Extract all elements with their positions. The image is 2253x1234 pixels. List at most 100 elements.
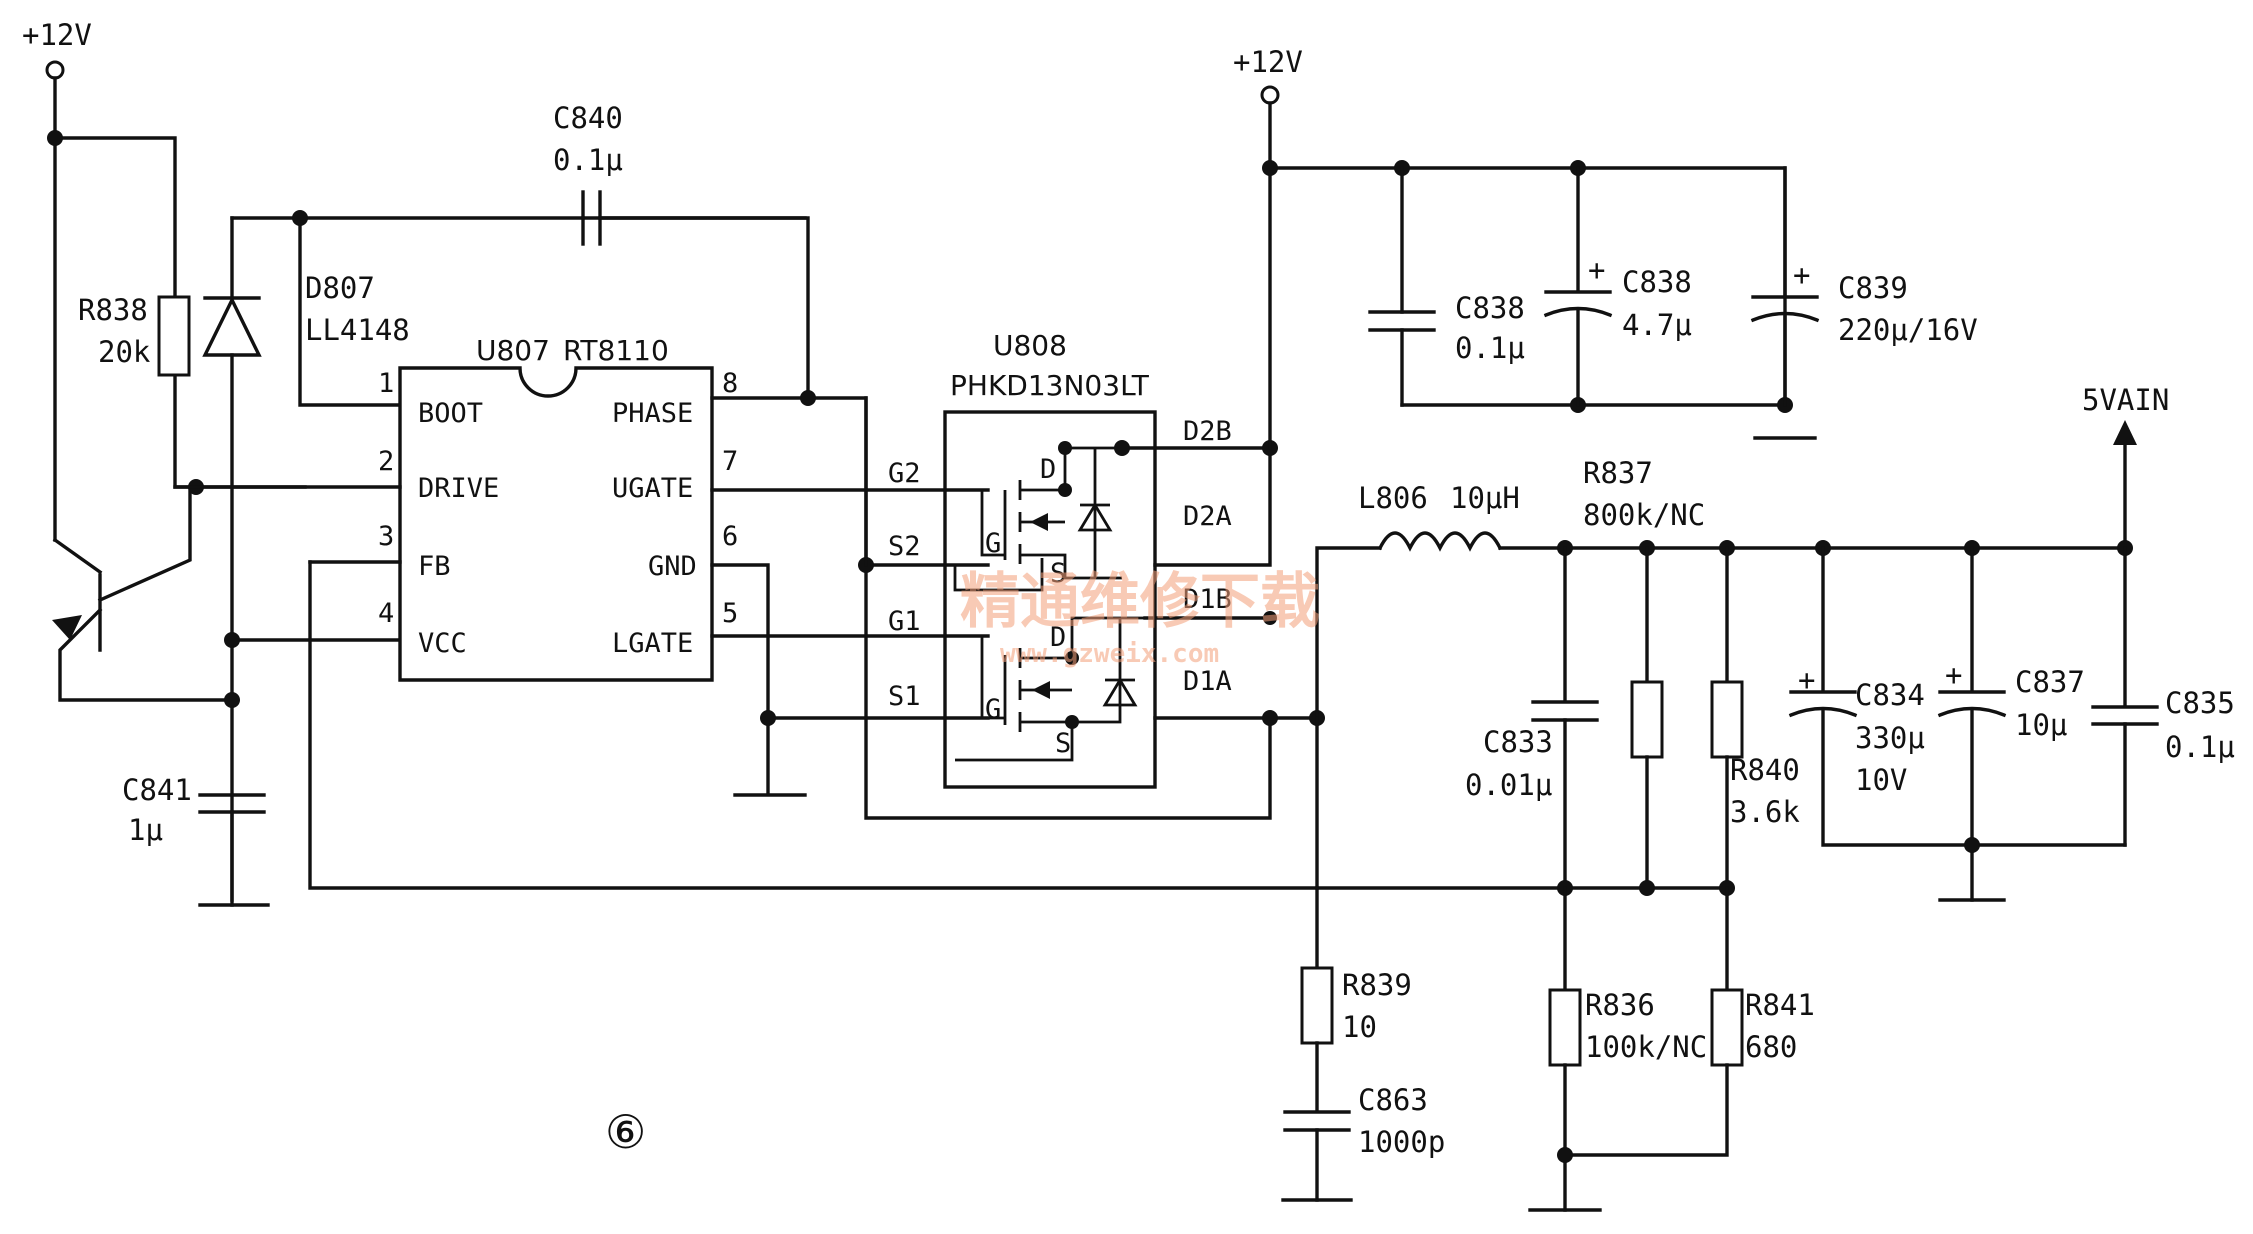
r841-value: 680 — [1745, 1030, 1797, 1064]
c834-rating: 10V — [1855, 763, 1907, 797]
r838-resistor: R838 20k — [78, 293, 191, 377]
u807-pin-ugate: UGATE — [612, 473, 693, 504]
r837-resistor — [1630, 546, 1664, 890]
c838b-value: 4.7μ — [1622, 308, 1692, 342]
watermark-url: www.gzweix.com — [1000, 639, 1219, 669]
c837-capacitor: + C837 10μ — [1937, 546, 2085, 902]
u808-pin-g2: G2 — [888, 458, 921, 489]
d807-diode: D807 LL4148 — [202, 216, 410, 902]
c838b-ref: C838 — [1622, 265, 1692, 299]
c840-value: 0.1μ — [553, 143, 623, 177]
u807-pin2-num: 2 — [378, 446, 394, 477]
c838b-plus: + — [1588, 253, 1605, 287]
c838a-capacitor: C838 0.1μ — [1368, 166, 1525, 407]
r840-resistor: R840 3.6k — [1710, 546, 1800, 890]
c837-ref: C837 — [2015, 665, 2085, 699]
u808-pin-d2b: D2B — [1183, 416, 1232, 447]
q1-gate: G — [985, 694, 1001, 725]
u807-pin-vcc: VCC — [418, 628, 467, 659]
u807-pin-gnd: GND — [648, 551, 697, 582]
c838b-capacitor: + C838 4.7μ — [1543, 166, 1692, 407]
l806-ref: L806 — [1358, 481, 1428, 515]
r838-ref: R838 — [78, 293, 148, 327]
c838a-ref: C838 — [1455, 291, 1525, 325]
r837-ref: R837 — [1583, 456, 1653, 490]
c833-ref: C833 — [1483, 725, 1553, 759]
c833-value: 0.01μ — [1465, 768, 1552, 802]
r840-value: 3.6k — [1730, 795, 1800, 829]
c834-value: 330μ — [1855, 721, 1925, 755]
watermark: 精通维修下载 www.gzweix.com — [960, 567, 1320, 669]
u807-pin8-num: 8 — [722, 368, 738, 399]
r838-value: 20k — [98, 335, 151, 369]
u807-pin6-num: 6 — [722, 521, 738, 552]
c840-ref: C840 — [553, 101, 623, 135]
u808-pin-d2a: D2A — [1183, 501, 1232, 532]
u808-pin-s1: S1 — [888, 681, 921, 712]
u808-pin-d1a: D1A — [1183, 666, 1232, 697]
figure-marker: ⑥ — [605, 1105, 646, 1159]
vin-left-label: +12V — [22, 18, 92, 52]
c834-ref: C834 — [1855, 678, 1925, 712]
q1-drain: D — [1050, 622, 1066, 653]
l806-inductor: L806 10μH — [1315, 481, 2127, 720]
u808-pin-g1: G1 — [888, 606, 921, 637]
r837-value: 800k/NC — [1583, 498, 1705, 532]
c840-capacitor: C840 0.1μ — [553, 101, 810, 400]
c838a-value: 0.1μ — [1455, 331, 1525, 365]
r836-value: 100k/NC — [1585, 1030, 1707, 1064]
u808-pin-s2: S2 — [888, 531, 921, 562]
r840-ref: R840 — [1730, 753, 1800, 787]
l806-value: 10μH — [1450, 481, 1520, 515]
u807-pin-lgate: LGATE — [612, 628, 693, 659]
c839-capacitor: + C839 220μ/16V — [1750, 166, 1978, 407]
right-supply: +12V — [1233, 45, 1817, 450]
r841-resistor: R841 680 — [1563, 886, 1815, 1157]
output-label: 5VAIN — [2082, 383, 2169, 417]
c841-capacitor: C841 1μ — [122, 773, 270, 907]
u807-pin3-num: 3 — [378, 521, 394, 552]
u808-ref: U808 — [993, 329, 1067, 362]
u807-chip: U807 RT8110 1 BOOT 2 DRIVE 3 FB 4 VCC 8 … — [378, 334, 738, 682]
d807-value: LL4148 — [305, 313, 410, 347]
q2-gate: G — [985, 528, 1001, 559]
c841-ref: C841 — [122, 773, 192, 807]
r839-ref: R839 — [1342, 968, 1412, 1002]
u807-part: RT8110 — [563, 334, 669, 367]
c835-capacitor: C835 0.1μ — [2091, 546, 2235, 847]
r841-ref: R841 — [1745, 988, 1815, 1022]
c841-value: 1μ — [128, 813, 163, 847]
output-terminal: 5VAIN — [2082, 383, 2169, 550]
u808-dual-mosfet: U808 PHKD13N03LT G2 S2 G1 S1 D2B D2A D1B… — [888, 329, 1232, 789]
figure-number: ⑥ — [605, 1105, 646, 1159]
r839-resistor: R839 10 — [1300, 716, 1412, 1045]
u807-pin1-num: 1 — [378, 368, 394, 399]
d807-ref: D807 — [305, 271, 375, 305]
vin-right-label: +12V — [1233, 45, 1303, 79]
c834-plus: + — [1798, 663, 1815, 697]
u807-pin7-num: 7 — [722, 446, 738, 477]
c833-capacitor: C833 0.01μ — [1465, 546, 1599, 890]
c863-value: 1000p — [1358, 1125, 1445, 1159]
vin-left-terminal — [45, 60, 65, 80]
c839-ref: C839 — [1838, 271, 1908, 305]
r836-ref: R836 — [1585, 988, 1655, 1022]
c839-plus: + — [1793, 258, 1810, 292]
c835-value: 0.1μ — [2165, 730, 2235, 764]
r836-resistor: R836 100k/NC — [1528, 886, 1707, 1212]
vin-right-terminal — [1260, 85, 1280, 105]
u807-pin-drive: DRIVE — [418, 473, 499, 504]
c834-capacitor: + C834 330μ 10V — [1788, 546, 2127, 847]
left-supply: +12V — [22, 18, 307, 702]
r839-value: 10 — [1342, 1010, 1377, 1044]
u807-pin-boot: BOOT — [418, 398, 483, 429]
c835-ref: C835 — [2165, 686, 2235, 720]
watermark-title: 精通维修下载 — [960, 567, 1320, 637]
u807-ref: U807 — [476, 334, 550, 367]
u807-pin5-num: 5 — [722, 598, 738, 629]
c837-plus: + — [1945, 658, 1962, 692]
u808-pin-d1b: D1B — [1183, 584, 1232, 615]
q2-drain: D — [1040, 454, 1056, 485]
c839-value: 220μ/16V — [1838, 313, 1978, 347]
